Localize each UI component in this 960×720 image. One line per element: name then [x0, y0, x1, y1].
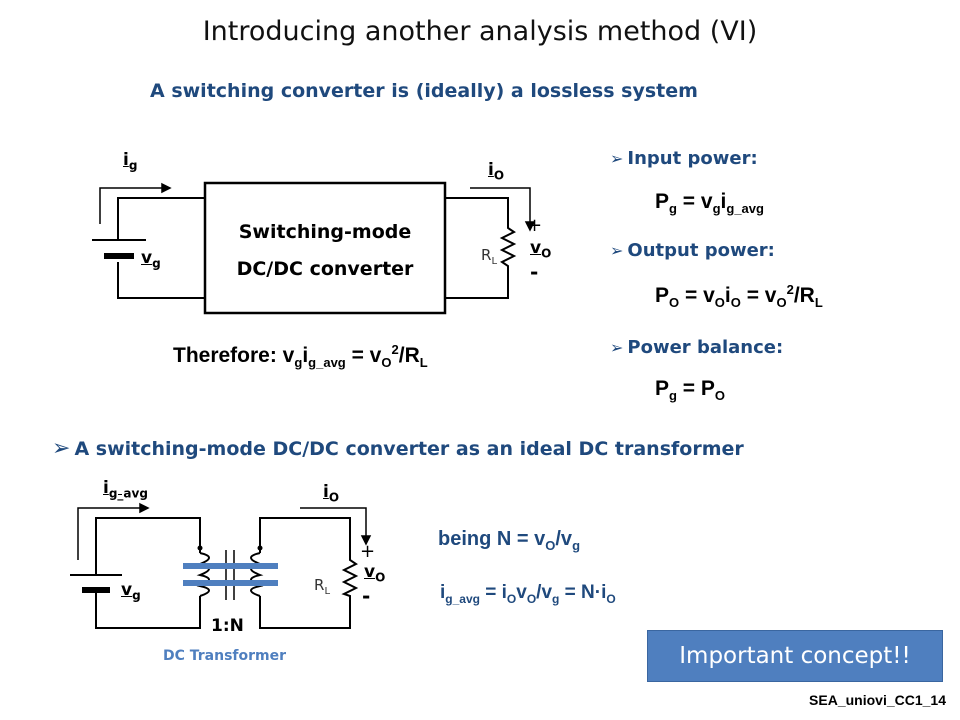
input-power-formula: Pg = vgig_avg — [655, 190, 764, 217]
resistor-icon — [499, 220, 517, 280]
power-balance-title: ➢Power balance: — [610, 337, 784, 358]
important-concept-box: Important concept!! — [647, 630, 943, 682]
output-power-title: ➢Output power: — [610, 240, 775, 261]
minus-sign: - — [530, 260, 539, 284]
converter-block-line1: Switching-mode — [239, 221, 411, 243]
vg-label-2: vg — [121, 580, 141, 603]
turns-ratio-label: 1:N — [211, 616, 244, 636]
being-n-formula: being N = vO/vg — [438, 528, 581, 553]
source-loop — [117, 197, 205, 299]
transformer-core — [225, 550, 235, 600]
dc-transformer-caption: DC Transformer — [163, 648, 287, 664]
output-current-arrow-2 — [300, 507, 372, 546]
arrow-bullet-icon: ➢ — [52, 436, 71, 461]
input-power-title: ➢Input power: — [610, 148, 758, 169]
vo-label-2: vO — [364, 562, 386, 585]
minus-sign-2: - — [362, 584, 371, 608]
battery-icon-2 — [70, 574, 122, 593]
primary-coil-icon — [196, 552, 210, 597]
secondary-coil-icon — [250, 552, 264, 597]
rl-label-2: RL — [314, 576, 331, 597]
ig-label: ig — [123, 150, 138, 173]
io-label: iO — [488, 160, 505, 183]
resistor-icon-2 — [341, 552, 359, 600]
page-title: Introducing another analysis method (VI) — [202, 16, 758, 47]
battery-icon — [92, 239, 146, 259]
therefore-formula: Therefore: vgig_avg = vO2/RL — [173, 342, 428, 371]
polarity-dot-secondary — [257, 545, 263, 551]
vg-label: vg — [141, 248, 161, 271]
footer-label: SEA_uniovi_CC1_14 — [809, 692, 946, 708]
output-current-arrow — [470, 187, 536, 232]
load-loop — [445, 197, 509, 299]
subtitle: A switching converter is (ideally) a los… — [150, 80, 698, 102]
dc-transformer-circuit — [95, 517, 351, 629]
power-balance-formula: Pg = PO — [655, 377, 726, 404]
vo-label: vO — [530, 238, 552, 261]
plus-sign-2: + — [360, 541, 376, 562]
converter-block-line2: DC/DC converter — [237, 258, 414, 280]
polarity-dot-primary — [197, 545, 203, 551]
output-power-formula: PO = vOiO = vO2/RL — [655, 282, 823, 311]
io-label-2: iO — [323, 482, 340, 505]
plus-sign: + — [527, 215, 543, 236]
rl-label: RL — [481, 246, 498, 267]
ig-avg-formula: ig_avg = iOvO/vg = N·iO — [440, 582, 616, 606]
converter-block — [203, 181, 447, 315]
input-current-arrow — [99, 182, 172, 224]
arrow-bullet-icon: ➢ — [610, 149, 624, 168]
arrow-bullet-icon: ➢ — [610, 338, 624, 357]
input-avg-current-arrow — [77, 502, 150, 560]
ig-avg-label: ig_avg — [103, 478, 148, 501]
section-title: ➢A switching-mode DC/DC converter as an … — [52, 436, 744, 461]
arrow-bullet-icon: ➢ — [610, 241, 624, 260]
core-bars — [183, 563, 278, 586]
